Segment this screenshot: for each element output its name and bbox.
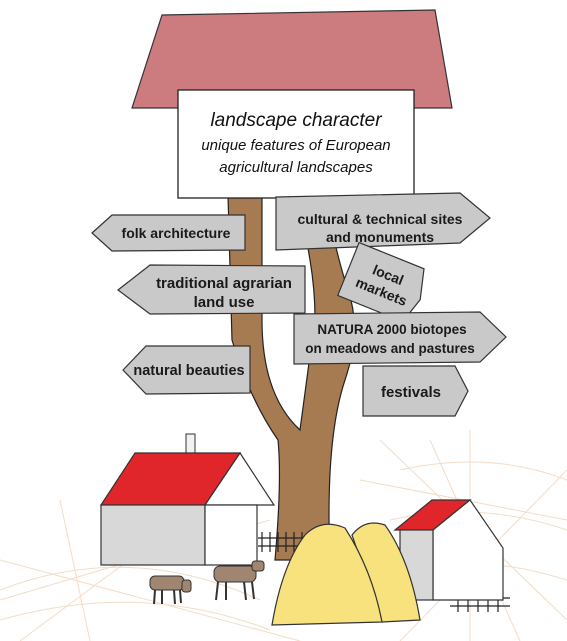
sign-agrarian-label-2: land use <box>194 294 255 311</box>
sign-natural-beauties: natural beauties <box>122 345 251 395</box>
right-house <box>393 499 504 601</box>
cow-right <box>213 560 265 601</box>
sign-local-markets: local markets <box>336 241 425 323</box>
sign-agrarian-label-1: traditional agrarian <box>156 275 292 292</box>
sign-traditional-agrarian: traditional agrarian land use <box>117 264 306 315</box>
haystacks <box>271 522 421 626</box>
sign-cultural-sites-label-2: and monuments <box>326 229 434 245</box>
cow-left <box>149 575 192 605</box>
sign-natura-2000: NATURA 2000 biotopes on meadows and past… <box>293 311 507 365</box>
title-board: landscape character unique features of E… <box>177 89 415 199</box>
sign-folk-architecture-label: folk architecture <box>122 225 231 241</box>
sign-cultural-sites-label-1: cultural & technical sites <box>298 211 463 227</box>
left-house <box>99 433 276 566</box>
sign-folk-architecture: folk architecture <box>91 214 246 252</box>
sign-natural-beauties-label: natural beauties <box>133 363 244 379</box>
sign-festivals-label: festivals <box>381 384 441 401</box>
sign-natura-label-1: NATURA 2000 biotopes <box>317 322 466 337</box>
main-roof <box>131 9 453 109</box>
sign-natura-label-2: on meadows and pastures <box>305 341 475 356</box>
title-line-2: unique features of European <box>201 137 390 154</box>
sign-festivals: festivals <box>362 365 469 417</box>
sign-cultural-sites: cultural & technical sites and monuments <box>275 192 491 251</box>
title-line-3: agricultural landscapes <box>219 159 373 176</box>
title-line-1: landscape character <box>210 110 382 131</box>
